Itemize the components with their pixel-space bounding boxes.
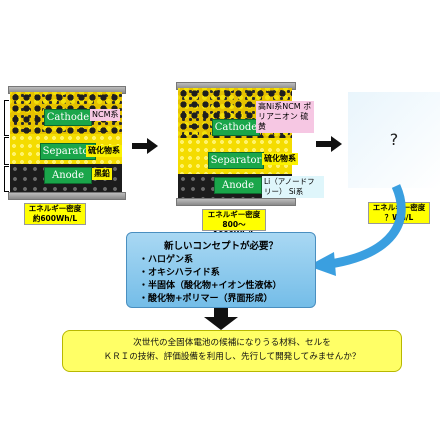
cell-2-caption: エネルギー密度 800～1000Wh/L <box>202 209 266 239</box>
cell-1-cathode-material: NCM系 <box>90 109 121 121</box>
concept-item-oxyhalide: ・オキシハライド系 <box>139 268 220 278</box>
cell-2-anode-material: Li（アノードフリー） Si系 <box>262 176 324 198</box>
cell-2-caption-line1: エネルギー密度 <box>207 210 261 219</box>
cell-2-cathode-material: 高Ni系NCM ポリアニオン 硫黄 <box>256 101 314 133</box>
unknown-cell-box <box>348 92 440 188</box>
concept-box-list: ・ハロゲン系 ・オキシハライド系 ・半固体（酸化物+イオン性液体） ・酸化物+ポ… <box>139 254 315 306</box>
cell-2-bottom-plate <box>176 198 296 206</box>
bottom-box-line2: ＫＲＩの技術、評価設備を利用し、先行して開発してみませんか？ <box>103 352 361 362</box>
concept-box: 新しいコンセプトが必要？ ・ハロゲン系 ・オキシハライド系 ・半固体（酸化物+イ… <box>126 232 316 308</box>
cell-1-separator-bracket <box>4 137 9 165</box>
concept-box-title: 新しいコンセプトが必要？ <box>163 241 278 252</box>
arrow-down-icon <box>204 308 238 330</box>
cell-1-cathode-bracket <box>4 100 9 136</box>
cell-1-caption-line1: エネルギー密度 <box>28 204 82 213</box>
concept-item-oxide-polymer: ・酸化物+ポリマー（界面形成） <box>139 294 273 304</box>
bottom-box-line1: 次世代の全固体電池の候補になりうる材料、セルを <box>133 338 331 348</box>
cell-1-bottom-plate <box>8 192 126 200</box>
cell-2-separator-material: 硫化物系 <box>262 153 298 165</box>
cell-1-caption-line2: 約600Wh/L <box>32 214 78 223</box>
bottom-box: 次世代の全固体電池の候補になりうる材料、セルを ＫＲＩの技術、評価設備を利用し、… <box>62 330 402 372</box>
unknown-cell-symbol: ? <box>389 130 399 149</box>
curved-arrow-icon <box>308 184 406 276</box>
cell-2-separator-label: Separator <box>208 152 264 169</box>
cell-1-caption: エネルギー密度 約600Wh/L <box>24 203 86 225</box>
cell-1-anode-bracket <box>4 166 9 192</box>
cell-2-anode-label: Anode <box>214 177 262 194</box>
concept-item-semisolid: ・半固体（酸化物+イオン性液体） <box>139 281 282 291</box>
arrow-right-icon <box>316 136 342 152</box>
concept-item-halogen: ・ハロゲン系 <box>139 255 194 265</box>
cell-1-anode-label: Anode <box>44 167 92 184</box>
cell-2-cathode-label: Cathode <box>212 119 260 136</box>
arrow-right-icon <box>132 138 158 154</box>
cell-1-anode-material: 黒鉛 <box>92 168 112 180</box>
cell-1-separator-material: 硫化物系 <box>86 145 122 157</box>
cell-1-cathode-label: Cathode <box>44 109 92 126</box>
